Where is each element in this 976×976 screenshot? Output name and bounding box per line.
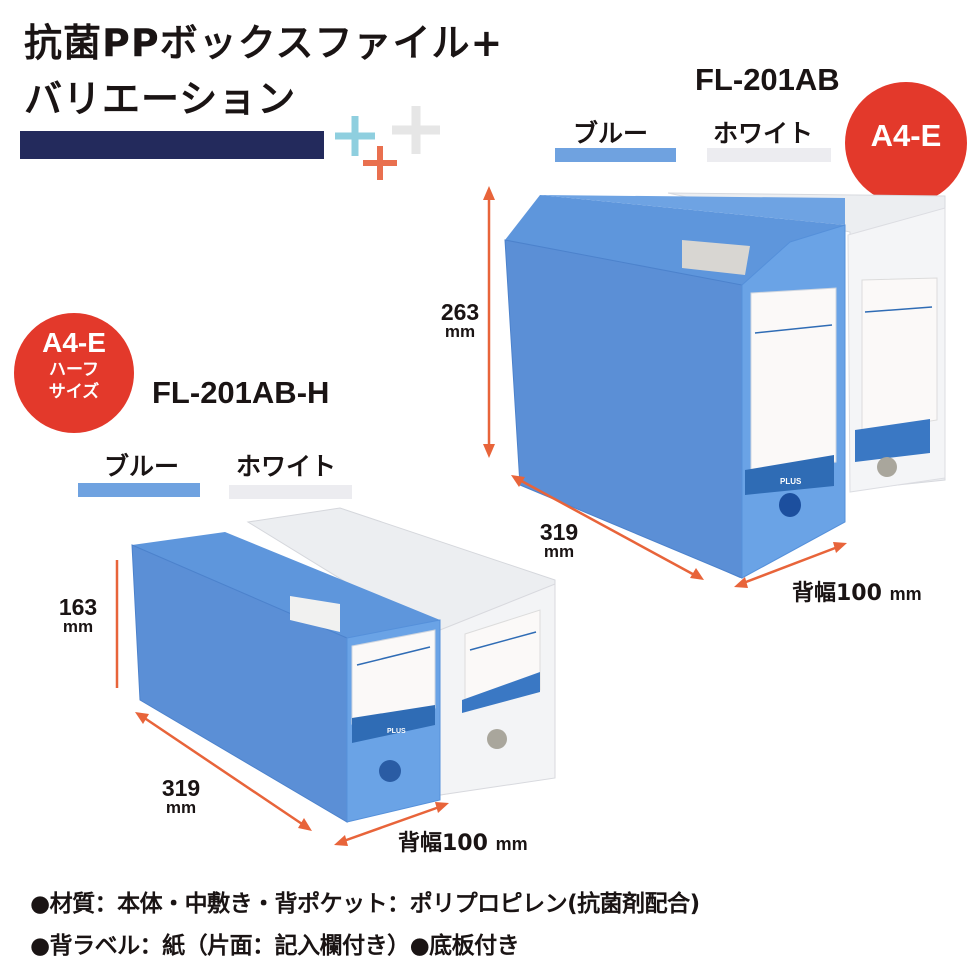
depth-value-large: 319 <box>539 519 579 545</box>
page-title-line2: バリエーション <box>24 77 297 121</box>
spec-material: ●材質：本体・中敷き・背ポケット：ポリプロピレン(抗菌剤配合) <box>30 891 700 917</box>
model-number-half: FL-201AB-H <box>152 375 330 410</box>
width-dimension-large: 背幅100 mm <box>792 575 922 607</box>
width-dimension-half: 背幅100 mm <box>398 825 528 857</box>
width-unit-large: mm <box>889 584 922 604</box>
depth-dimension-large: 319 mm <box>533 519 585 562</box>
page-title-line1: 抗菌PPボックスファイル+ <box>24 21 504 65</box>
height-dimension-large: 263 mm <box>432 299 488 342</box>
depth-dimension-half: 319 mm <box>155 775 207 818</box>
size-badge-half-sub2: サイズ <box>48 382 100 402</box>
size-badge-half: A4-E ハーフ サイズ <box>14 313 134 433</box>
color-label-white-half: ホワイト <box>236 452 337 481</box>
height-dimension-half: 163 mm <box>50 594 106 637</box>
size-badge-large: A4-E <box>845 82 967 204</box>
size-badge-half-text: A4-E <box>42 327 106 358</box>
color-label-white-large: ホワイト <box>713 119 814 148</box>
size-badge-large-text: A4-E <box>870 118 942 153</box>
width-value-large: 背幅100 <box>792 581 882 606</box>
brand-logo-half: PLUS <box>387 728 406 735</box>
brand-logo-large: PLUS <box>780 477 802 486</box>
width-unit-half: mm <box>495 834 528 854</box>
color-swatch-white-half <box>229 485 352 499</box>
title-underline-bar <box>20 131 324 159</box>
depth-unit-large: mm <box>543 542 575 561</box>
depth-unit-half: mm <box>165 798 197 817</box>
color-label-blue-large: ブルー <box>573 119 649 148</box>
height-unit-half: mm <box>62 617 94 636</box>
height-value-large: 263 <box>440 299 480 325</box>
color-label-blue-half: ブルー <box>104 452 180 481</box>
size-badge-half-sub1: ハーフ <box>49 360 99 380</box>
model-number-large: FL-201AB <box>695 62 840 97</box>
height-value-half: 163 <box>58 594 98 620</box>
width-value-half: 背幅100 <box>398 831 488 856</box>
height-unit-large: mm <box>444 322 476 341</box>
color-swatch-blue-large <box>555 148 676 162</box>
spec-label-base: ●背ラベル：紙（片面：記入欄付き）●底板付き <box>30 933 520 959</box>
color-swatch-white-large <box>707 148 831 162</box>
color-swatch-blue-half <box>78 483 200 497</box>
depth-value-half: 319 <box>161 775 201 801</box>
